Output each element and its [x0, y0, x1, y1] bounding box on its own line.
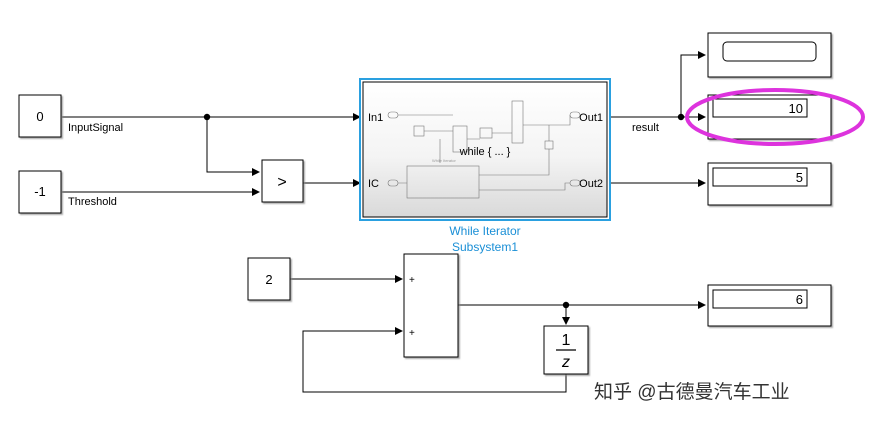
port-ic-label: IC [368, 178, 379, 190]
port-out2-label: Out2 [579, 178, 603, 190]
preview-tiny-label: While Iterator [432, 158, 456, 163]
watermark-text: 知乎 @古德曼汽车工业 [594, 381, 790, 403]
port-out1-label: Out1 [579, 112, 603, 124]
wire-result-branch-to-display1 [680, 51, 706, 117]
sum-block[interactable]: + + [403, 253, 459, 358]
display-3-value: 5 [796, 170, 803, 185]
relational-operator-symbol: > [277, 174, 286, 191]
subsystem-preview: While Iterator [387, 100, 581, 199]
display-block-4[interactable]: 6 [707, 284, 832, 327]
sum-plus-1: + [409, 275, 415, 286]
subsystem-name-line1: While Iterator [449, 224, 520, 238]
highlight-ellipse [685, 88, 865, 146]
relational-operator-block[interactable]: > [261, 159, 304, 203]
wires [62, 51, 706, 393]
branch-point-result [677, 113, 685, 121]
threshold-label: Threshold [68, 196, 117, 208]
sum-plus-2: + [409, 328, 415, 339]
delay-denominator: z [561, 354, 570, 371]
subsystem-name-line2: Subsystem1 [452, 240, 518, 254]
wire-delay-feedback-to-sum [302, 327, 567, 393]
display-block-1[interactable] [707, 32, 832, 78]
port-in1-label: In1 [368, 112, 383, 124]
input-signal-label: InputSignal [68, 122, 123, 134]
constant-threshold-block[interactable]: -1 [18, 170, 62, 214]
branch-point-sum [562, 301, 570, 309]
display-block-2[interactable]: 10 [707, 94, 832, 140]
constant-2-value: 2 [265, 272, 272, 287]
constant-2-block[interactable]: 2 [247, 257, 291, 301]
subsystem-inner-text: while { ... } [459, 146, 511, 158]
result-signal-label: result [632, 122, 659, 134]
display-block-3[interactable]: 5 [707, 162, 832, 206]
while-iterator-subsystem[interactable]: While Iterator while { ... } In1 IC Out1… [359, 78, 611, 221]
constant-input-value: 0 [36, 109, 43, 124]
wire-input-branch-to-relational [206, 117, 260, 176]
unit-delay-block[interactable]: 1 z [543, 325, 589, 375]
delay-numerator: 1 [562, 332, 571, 349]
branch-point-input [203, 113, 211, 121]
constant-input-block[interactable]: 0 [18, 94, 62, 138]
display-4-value: 6 [796, 292, 803, 307]
constant-threshold-value: -1 [34, 184, 46, 199]
display-2-value: 10 [789, 101, 803, 116]
